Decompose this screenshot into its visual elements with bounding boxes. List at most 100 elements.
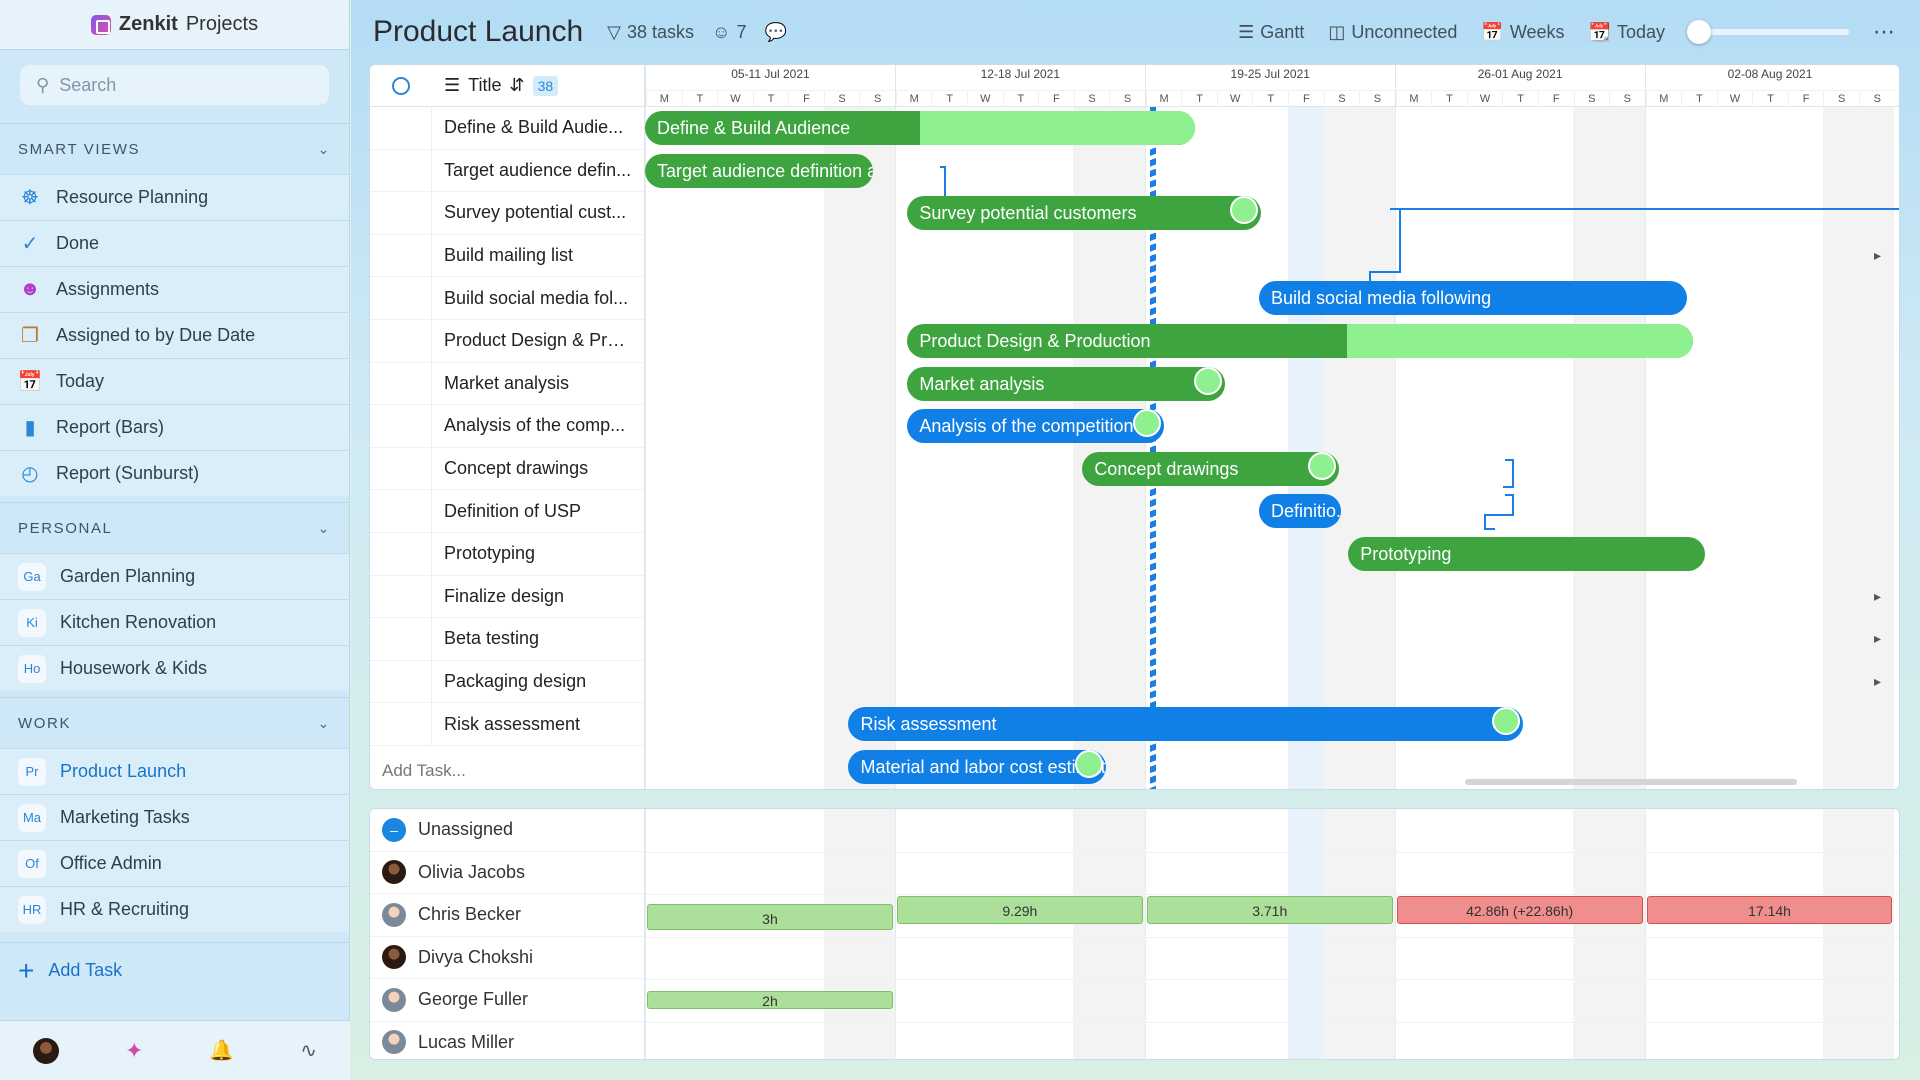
sidebar-item-assigned-to-by-due-date[interactable]: ❐Assigned to by Due Date [0,312,349,358]
expand-arrow-icon[interactable]: ▸ [1873,246,1881,263]
task-row-handle[interactable] [370,192,432,234]
task-row[interactable]: Packaging design [370,660,644,704]
zoom-slider[interactable] [1687,20,1849,44]
assignee-avatar[interactable] [1194,366,1223,395]
task-row-handle[interactable] [370,319,432,362]
expand-arrow-icon[interactable]: ▸ [1873,630,1881,647]
resource-row[interactable]: Lucas Miller [370,1022,644,1060]
bell-icon[interactable]: 🔔 [209,1040,235,1062]
assignee-avatar[interactable] [1229,196,1258,225]
task-row-handle[interactable] [370,405,432,447]
task-title[interactable]: Definition of USP [444,500,582,521]
user-avatar[interactable] [32,1037,59,1064]
task-row-handle[interactable] [370,107,432,149]
add-task-input[interactable]: Add Task... [382,761,466,780]
task-row-handle[interactable] [370,490,432,532]
assignee-avatar[interactable] [1133,409,1162,438]
workload-cell[interactable]: 9.29h [896,896,1143,924]
task-row[interactable]: Define & Build Audie... [370,107,644,150]
gantt-bar[interactable]: Analysis of the competition [907,409,1165,444]
task-row[interactable]: Beta testing [370,618,644,661]
task-row-handle[interactable] [370,447,432,490]
task-row-handle[interactable] [370,149,432,192]
gantt-bar[interactable]: Risk assessment [848,707,1524,742]
task-title[interactable]: Concept drawings [444,458,589,479]
task-row[interactable]: Survey potential cust... [370,192,644,235]
gantt-view-button[interactable]: ☰Gantt [1238,22,1304,43]
today-button[interactable]: 📆Today [1589,22,1665,43]
brand[interactable]: Zenkit Projects [0,0,349,50]
more-icon[interactable]: ⋯ [1873,19,1896,44]
unconnected-button[interactable]: ◫Unconnected [1328,22,1457,43]
sidebar-item-report-bars[interactable]: ▮Report (Bars) [0,404,349,450]
chevron-down-icon[interactable]: ⌄ [317,519,331,536]
task-row[interactable]: Concept drawings [370,447,644,491]
work-header[interactable]: Work ⌄ [0,698,349,748]
task-title[interactable]: Build social media fol... [444,287,629,308]
gantt-bar[interactable]: Concept drawings [1082,451,1340,486]
task-title[interactable]: Prototyping [444,543,536,564]
task-title[interactable]: Product Design & Pro... [444,330,632,351]
task-row[interactable]: Market analysis [370,362,644,406]
task-title[interactable]: Risk assessment [444,713,581,734]
sidebar-item-report-sunburst[interactable]: ◴Report (Sunburst) [0,450,349,496]
assignee-avatar[interactable] [1308,451,1337,480]
zoom-slider-knob[interactable] [1687,20,1711,44]
task-row-handle[interactable] [370,532,432,575]
task-row[interactable]: Prototyping [370,532,644,576]
weeks-button[interactable]: 📅Weeks [1481,22,1564,43]
select-all-checkbox[interactable] [370,76,432,95]
assignee-avatar[interactable] [1492,707,1521,736]
task-title[interactable]: Beta testing [444,628,540,649]
gantt-bar[interactable]: Material and labor cost estimate [848,750,1106,784]
task-row-handle[interactable] [370,703,432,745]
activity-icon[interactable]: ∿ [300,1040,317,1062]
task-title[interactable]: Target audience defin... [444,159,632,180]
task-row[interactable]: Definition of USP [370,490,644,533]
resource-row[interactable]: –Unassigned [370,809,644,852]
task-title[interactable]: Survey potential cust... [444,202,627,223]
search-input[interactable]: ⚲ Search [20,65,329,105]
task-row[interactable]: Build social media fol... [370,277,644,320]
add-task-button[interactable]: + Add Task [0,942,349,998]
task-row[interactable]: Analysis of the comp... [370,405,644,448]
task-row[interactable]: Build mailing list [370,234,644,278]
resource-row[interactable]: George Fuller [370,979,644,1022]
expand-arrow-icon[interactable]: ▸ [1873,587,1881,604]
personal-header[interactable]: Personal ⌄ [0,503,349,553]
gantt-bar[interactable]: Product Design & Production [907,324,1693,358]
horizontal-scrollbar[interactable] [1465,779,1797,785]
chevron-down-icon[interactable]: ⌄ [317,140,331,157]
task-row[interactable]: Product Design & Pro... [370,319,644,363]
sidebar-item-assignments[interactable]: ☻Assignments [0,266,349,312]
sort-icon[interactable]: ⇵ [509,75,525,95]
workload-cell[interactable]: 17.14h [1646,896,1893,924]
gantt-bar[interactable]: Market analysis [907,366,1226,401]
gantt-bar[interactable]: Survey potential customers [907,196,1261,231]
gantt-bar[interactable]: Definitio... [1259,494,1342,529]
task-row-handle[interactable] [370,234,432,277]
smart-views-header[interactable]: Smart Views ⌄ [0,124,349,174]
members[interactable]: ☺7 [712,22,746,43]
sidebar-item-today[interactable]: 📅Today [0,358,349,404]
gantt-bar[interactable]: Target audience definition and a... [645,153,874,188]
task-filter[interactable]: ▽38 tasks [607,22,694,43]
task-row[interactable]: Finalize design [370,575,644,619]
title-column-header[interactable]: ☰ Title ⇵ 38 [432,75,559,96]
comments-button[interactable]: 💬 [764,22,786,43]
chevron-down-icon[interactable]: ⌄ [317,714,331,731]
task-title[interactable]: Build mailing list [444,245,574,266]
assignee-avatar[interactable] [1074,750,1103,778]
task-row-handle[interactable] [370,575,432,618]
gantt-bar[interactable]: Build social media following [1259,281,1688,316]
gantt-bar[interactable]: Define & Build Audience [645,111,1195,145]
resource-row[interactable]: Chris Becker [370,894,644,937]
task-row[interactable]: Risk assessment [370,703,644,746]
